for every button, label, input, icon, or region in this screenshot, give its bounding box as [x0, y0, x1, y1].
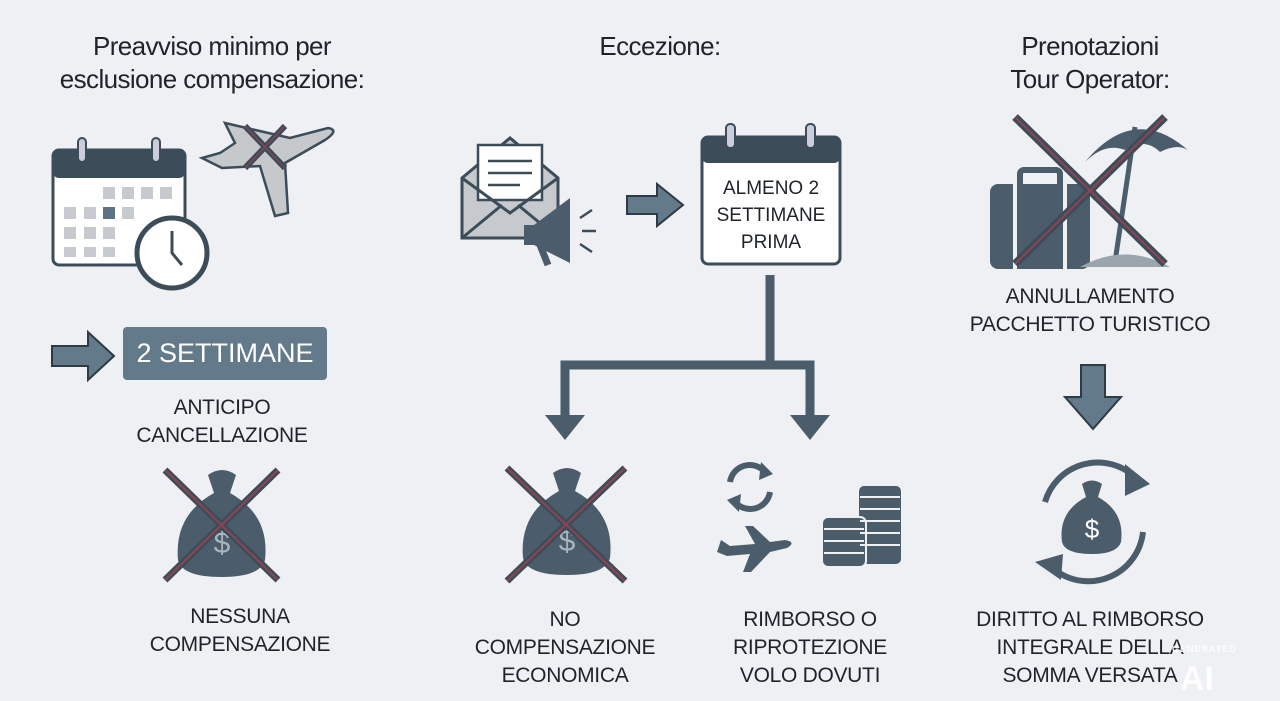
refund-money-bag-icon: $ — [1035, 459, 1150, 585]
result-line: DIRITTO AL RIMBORSO — [976, 608, 1204, 631]
two-weeks-badge: 2 SETTIMANE — [123, 327, 327, 380]
caption-line: CANCELLAZIONE — [136, 424, 308, 447]
result-line: ECONOMICA — [501, 664, 629, 687]
calendar-clock-icon — [51, 137, 210, 291]
caption-line: PACCHETTO TURISTICO — [969, 313, 1211, 336]
arrow-right-icon — [51, 329, 116, 383]
calendar-line: ALMENO 2 — [722, 178, 820, 199]
result-line: INTEGRALE DELLA — [996, 636, 1184, 659]
result-line: NESSUNA — [190, 605, 290, 628]
result-line: SOMMA VERSATA — [1002, 664, 1178, 687]
title-line: Eccezione: — [599, 31, 721, 61]
title-line: esclusione compensazione: — [59, 64, 365, 94]
arrow-right-icon — [626, 181, 685, 229]
arrow-down-icon — [1062, 364, 1124, 431]
ai-generated-watermark: GENERATED AI — [1172, 644, 1236, 699]
calendar-line: SETTIMANE — [716, 205, 826, 226]
result-rimborso-riprotezione: RIMBORSO O RIPROTEZIONE VOLO DOVUTI — [733, 606, 887, 690]
cancelled-flight-icon — [198, 121, 335, 218]
result-line: RIMBORSO O — [743, 608, 877, 631]
svg-text:$: $ — [214, 527, 231, 560]
result-nessuna-compensazione: NESSUNA COMPENSAZIONE — [149, 603, 331, 659]
title-preavviso: Preavviso minimo per esclusione compensa… — [59, 30, 365, 96]
caption-anticipo: ANTICIPO CANCELLAZIONE — [136, 394, 307, 450]
title-line: Tour Operator: — [1010, 64, 1170, 94]
title-tour-operator: Prenotazioni Tour Operator: — [1010, 30, 1170, 96]
calendar-line: PRIMA — [740, 232, 802, 253]
caption-annullamento: ANNULLAMENTO PACCHETTO TURISTICO — [970, 283, 1211, 339]
crossed-money-bag-icon: $ — [504, 465, 628, 584]
calendar-box-icon — [700, 123, 842, 266]
envelope-megaphone-icon — [460, 136, 596, 267]
result-no-compensazione: NO COMPENSAZIONE ECONOMICA — [474, 606, 656, 690]
branch-arrows-icon — [545, 275, 830, 440]
crossed-money-bag-icon: $ — [162, 467, 281, 583]
caption-line: ANTICIPO — [173, 396, 271, 419]
result-line: RIPROTEZIONE — [733, 636, 887, 659]
result-line: COMPENSAZIONE — [474, 636, 656, 659]
caption-line: ANNULLAMENTO — [1005, 285, 1175, 308]
watermark-top: GENERATED — [1172, 644, 1237, 654]
calendar-text: ALMENO 2 SETTIMANE PRIMA — [700, 175, 842, 256]
result-line: COMPENSAZIONE — [149, 633, 331, 656]
watermark-main: AI — [1180, 660, 1214, 698]
title-eccezione: Eccezione: — [599, 30, 721, 63]
svg-text:$: $ — [1085, 514, 1100, 544]
result-line: VOLO DOVUTI — [739, 664, 881, 687]
result-line: NO — [549, 608, 581, 631]
title-line: Prenotazioni — [1021, 31, 1159, 61]
coins-icon — [821, 484, 903, 568]
crossed-travel-package-icon — [990, 114, 1190, 269]
refresh-flight-icon — [717, 461, 792, 572]
title-line: Preavviso minimo per — [93, 31, 332, 61]
result-diritto-rimborso: DIRITTO AL RIMBORSO INTEGRALE DELLA SOMM… — [976, 606, 1204, 690]
